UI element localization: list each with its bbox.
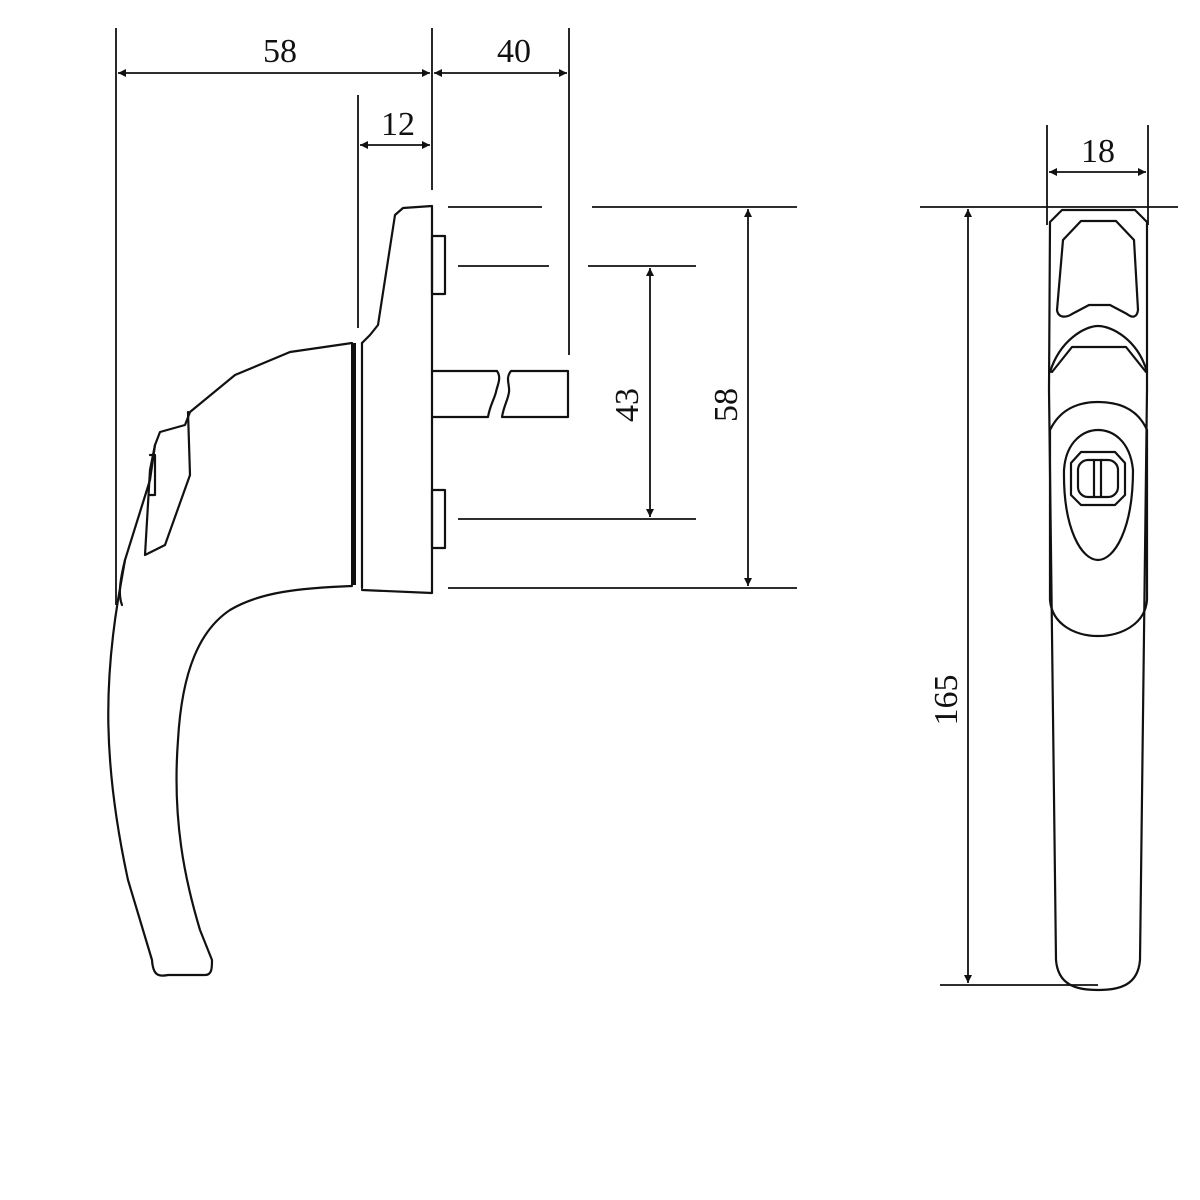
side-view-handle bbox=[107, 204, 570, 977]
dim-overall-projection: 58 bbox=[263, 33, 297, 70]
top-recess bbox=[1055, 219, 1140, 318]
gasket-line bbox=[351, 343, 356, 585]
key-boss bbox=[1062, 428, 1135, 562]
dim-screw-centers: 43 bbox=[609, 388, 646, 422]
dim-front-width: 18 bbox=[1081, 133, 1115, 170]
dim-total-length: 165 bbox=[928, 675, 965, 726]
side-view-dimensions: 58 40 12 43 58 bbox=[115, 28, 797, 605]
dim-rose-height: 58 bbox=[708, 388, 745, 422]
front-view-dimensions: 18 165 bbox=[920, 125, 1178, 986]
dim-spindle-length: 40 bbox=[497, 33, 531, 70]
dim-rose-depth: 12 bbox=[381, 106, 415, 143]
screw-head-top bbox=[430, 234, 447, 296]
lock-icon bbox=[1069, 450, 1127, 507]
spindle bbox=[430, 369, 501, 419]
front-view-handle bbox=[1047, 208, 1149, 992]
screw-head-bottom bbox=[430, 488, 447, 550]
